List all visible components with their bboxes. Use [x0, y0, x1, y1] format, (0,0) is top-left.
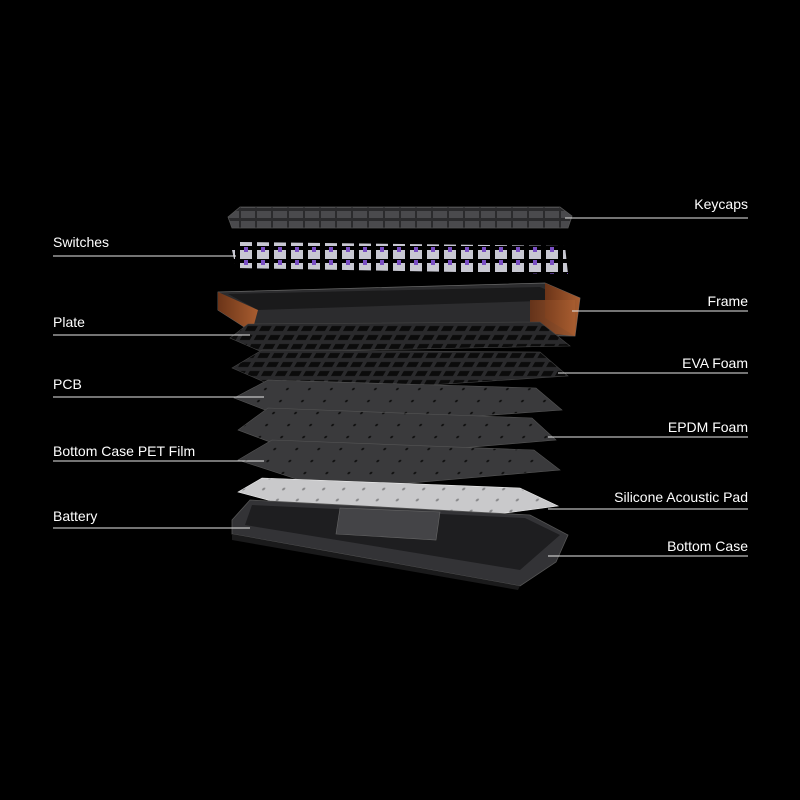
leader-lines — [53, 217, 748, 557]
label-pcb: PCB — [53, 376, 82, 392]
label-pet-film: Bottom Case PET Film — [53, 443, 196, 459]
label-bottom-case: Bottom Case — [667, 538, 748, 554]
plate-layer — [229, 321, 571, 353]
label-plate: Plate — [53, 314, 85, 330]
bottom-case-layer — [231, 499, 569, 590]
label-keycaps: Keycaps — [694, 196, 748, 212]
label-frame: Frame — [707, 293, 748, 309]
label-battery: Battery — [53, 508, 98, 524]
keycaps-layer — [227, 206, 573, 229]
label-eva-foam: EVA Foam — [682, 355, 748, 371]
label-epdm-foam: EPDM Foam — [667, 419, 748, 435]
frame-layer — [217, 282, 581, 337]
battery — [335, 507, 441, 541]
label-switches: Switches — [53, 234, 110, 250]
pet-film-layer — [237, 439, 561, 491]
label-silicone-pad: Silicone Acoustic Pad — [614, 489, 748, 505]
switches-layer — [232, 242, 568, 274]
